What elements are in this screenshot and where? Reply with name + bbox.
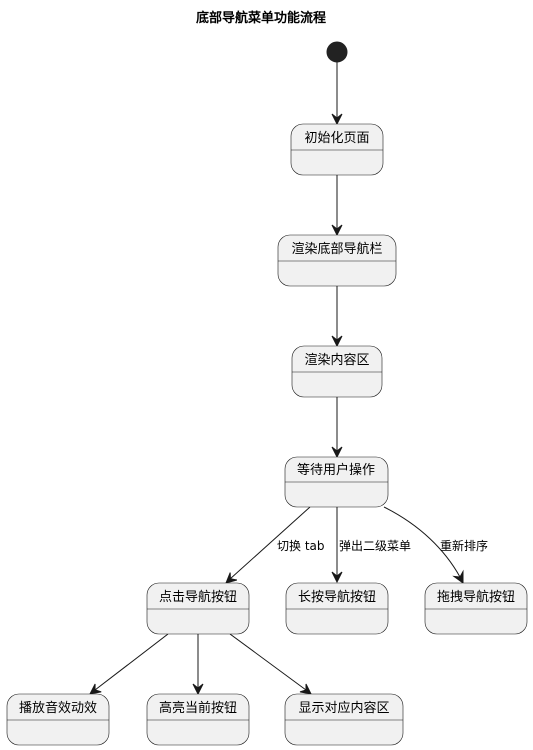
state-click: 点击导航按钮: [146, 582, 250, 635]
state-label: 等待用户操作: [297, 462, 375, 478]
edge-label-switch-tab: 切换 tab: [277, 539, 325, 553]
edge-click-to-show-content: [229, 633, 312, 695]
state-label: 渲染底部导航栏: [291, 241, 382, 257]
state-animation: 播放音效动效: [6, 693, 110, 746]
state-render-nav: 渲染底部导航栏: [277, 234, 397, 287]
start-node: [326, 41, 348, 63]
state-label: 显示对应内容区: [298, 700, 389, 716]
state-label: 渲染内容区: [304, 352, 369, 368]
state-init: 初始化页面: [290, 123, 384, 176]
edge-wait-to-long-press: [331, 507, 343, 584]
state-label: 播放音效动效: [19, 700, 97, 716]
edge-start-to-init: [331, 62, 343, 126]
edge-click-to-highlight: [192, 634, 204, 696]
edge-label-reorder: 重新排序: [440, 538, 488, 553]
state-label: 拖拽导航按钮: [437, 589, 515, 605]
state-label: 初始化页面: [304, 131, 369, 146]
state-show-content: 显示对应内容区: [284, 693, 404, 746]
state-label: 高亮当前按钮: [159, 700, 237, 716]
diagram-title: 底部导航菜单功能流程: [196, 10, 326, 26]
edge-label-popup-submenu: 弹出二级菜单: [339, 539, 411, 553]
state-wait: 等待用户操作: [284, 456, 389, 508]
edge-render-nav-to-render-content: [331, 286, 343, 348]
edge-init-to-render-nav: [331, 175, 343, 237]
state-label: 长按导航按钮: [298, 589, 376, 605]
edge-wait-to-click: [225, 506, 311, 584]
state-long-press: 长按导航按钮: [285, 582, 389, 635]
edge-render-content-to-wait: [331, 397, 343, 459]
edge-click-to-animation: [89, 633, 169, 695]
edge-wait-to-drag: [383, 506, 464, 584]
state-highlight: 高亮当前按钮: [146, 693, 250, 746]
state-render-content: 渲染内容区: [291, 345, 383, 398]
state-drag: 拖拽导航按钮: [424, 582, 528, 635]
edges: [89, 62, 464, 696]
state-label: 点击导航按钮: [159, 589, 237, 605]
